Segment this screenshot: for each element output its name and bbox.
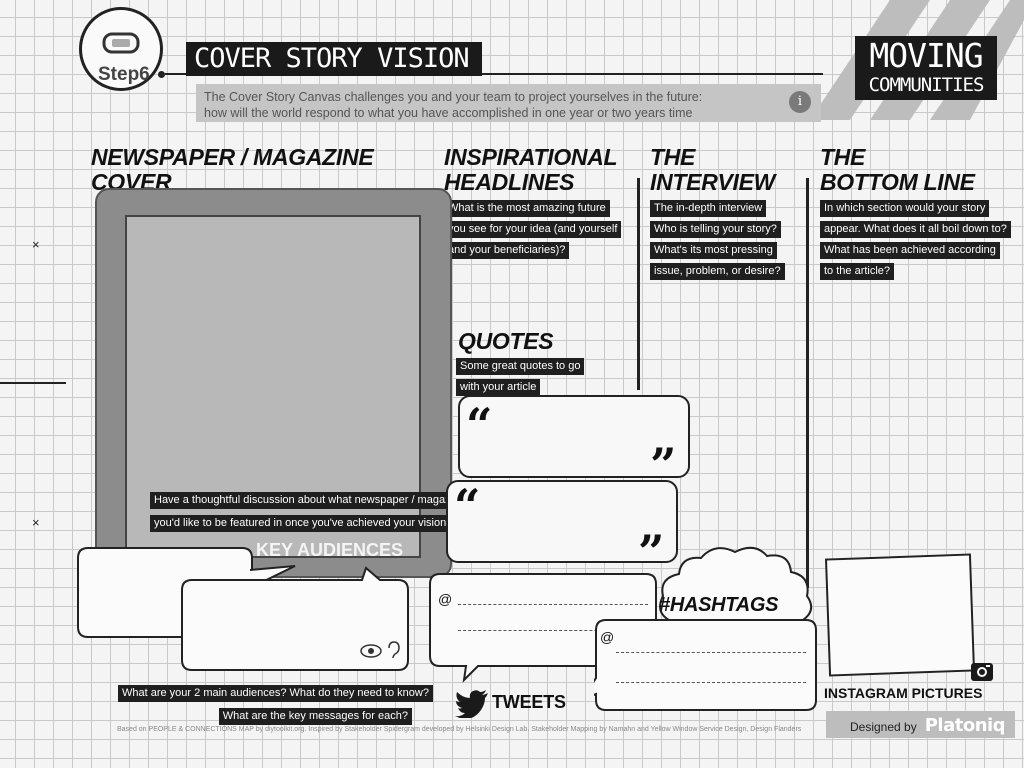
interview-prompts: The in-depth interview Who is telling yo… bbox=[650, 200, 785, 284]
brand-logo: MOVING COMMUNITIES bbox=[855, 36, 997, 100]
interview-heading: THE INTERVIEW bbox=[650, 145, 775, 195]
page-title: COVER STORY VISION bbox=[186, 42, 482, 76]
prompt-text: to the article? bbox=[820, 263, 895, 280]
step-badge bbox=[79, 7, 163, 91]
tweets-heading: TWEETS bbox=[492, 692, 566, 712]
info-icon[interactable]: i bbox=[789, 91, 811, 113]
cover-prompt: Have a thoughtful discussion about what … bbox=[150, 490, 470, 536]
prompt-text: and your beneficiaries)? bbox=[444, 242, 570, 259]
bottom-line-prompts: In which section would your story appear… bbox=[820, 200, 1011, 284]
interview-heading-line: THE bbox=[650, 144, 696, 170]
key-audiences-heading: KEY AUDIENCES bbox=[256, 540, 404, 560]
twitter-bird-icon bbox=[455, 690, 488, 718]
designed-by-label: Designed by bbox=[850, 720, 917, 734]
prompt-text: In which section would your story bbox=[820, 200, 990, 217]
quote-box[interactable]: “ ” bbox=[446, 479, 678, 575]
tweet-line bbox=[458, 604, 648, 605]
divider-line bbox=[806, 178, 809, 588]
camera-icon bbox=[971, 663, 993, 681]
interview-heading-line: INTERVIEW bbox=[650, 169, 776, 195]
prompt-text: What is the most amazing future bbox=[444, 200, 610, 217]
prompt-text: Who is telling your story? bbox=[650, 221, 781, 238]
tweet-line bbox=[458, 630, 648, 631]
headlines-heading-line: INSPIRATIONAL bbox=[444, 144, 618, 170]
intro-line: The Cover Story Canvas challenges you an… bbox=[204, 90, 703, 104]
brand-name: Platoniq bbox=[924, 715, 1006, 736]
prompt-text: with your article bbox=[456, 379, 541, 396]
bottom-line-heading-line: BOTTOM LINE bbox=[820, 169, 975, 195]
headlines-prompts: What is the most amazing future you see … bbox=[444, 200, 622, 263]
ear-icon bbox=[388, 641, 400, 659]
hashtags-heading: #HASHTAGS bbox=[659, 594, 779, 616]
close-quote-mark: ” bbox=[638, 525, 665, 579]
open-quote-mark: “ bbox=[454, 479, 481, 533]
designed-by-badge: Designed by Platoniq bbox=[826, 711, 1015, 738]
quote-box[interactable]: “ ” bbox=[458, 395, 690, 488]
tweet-line bbox=[616, 682, 806, 683]
step-connector-dot bbox=[158, 71, 165, 78]
quotes-prompts: Some great quotes to go with your articl… bbox=[456, 358, 585, 400]
headlines-heading: INSPIRATIONAL HEADLINES bbox=[444, 144, 618, 195]
intro-line: how will the world respond to what you h… bbox=[204, 106, 693, 120]
open-quote-mark: “ bbox=[466, 398, 493, 452]
prompt-text: What has been achieved according bbox=[820, 242, 1000, 259]
eye-icon bbox=[360, 644, 382, 658]
tweet-bubble[interactable] bbox=[594, 618, 822, 718]
prompt-text: you see for your idea (and yourself bbox=[444, 221, 622, 238]
margin-mark: × bbox=[32, 515, 40, 530]
hashtag-cloud[interactable] bbox=[655, 542, 820, 622]
at-sign: @ bbox=[438, 591, 453, 607]
audience-bubble[interactable] bbox=[180, 566, 412, 674]
prompt-text: The in-depth interview bbox=[650, 200, 767, 217]
prompt-text: appear. What does it all boil down to? bbox=[820, 221, 1011, 238]
instagram-heading: INSTAGRAM PICTURES bbox=[824, 685, 983, 701]
quotes-heading: QUOTES bbox=[458, 328, 554, 354]
prompt-text: Have a thoughtful discussion about what … bbox=[150, 492, 470, 509]
prompt-text: What's its most pressing bbox=[650, 242, 777, 259]
headlines-heading-line: HEADLINES bbox=[444, 169, 575, 195]
logo-line: MOVING bbox=[869, 36, 983, 75]
margin-mark: × bbox=[32, 237, 40, 252]
step-label: Step6 bbox=[98, 64, 150, 85]
cover-heading-line: NEWSPAPER / MAGAZINE bbox=[91, 144, 374, 170]
device-icon bbox=[102, 32, 140, 54]
tweet-line bbox=[616, 652, 806, 653]
at-sign: @ bbox=[600, 629, 615, 645]
prompt-text: you'd like to be featured in once you've… bbox=[150, 515, 451, 532]
prompt-text: issue, problem, or desire? bbox=[650, 263, 785, 280]
divider-line bbox=[637, 178, 640, 390]
bottom-line-heading-line: THE bbox=[820, 144, 866, 170]
credits-text: Based on PEOPLE & CONNECTIONS MAP by diy… bbox=[117, 726, 802, 733]
prompt-text: What are your 2 main audiences? What do … bbox=[118, 685, 433, 702]
bottom-line-heading: THE BOTTOM LINE bbox=[820, 145, 975, 195]
prompt-text: What are the key messages for each? bbox=[218, 708, 412, 725]
title-rule bbox=[165, 73, 823, 75]
logo-line: COMMUNITIES bbox=[868, 74, 985, 96]
prompt-text: Some great quotes to go bbox=[456, 358, 585, 375]
intro-text: The Cover Story Canvas challenges you an… bbox=[196, 84, 821, 122]
crop-line bbox=[0, 382, 66, 384]
audience-prompts: What are your 2 main audiences? What do … bbox=[118, 683, 433, 729]
close-quote-mark: ” bbox=[650, 438, 677, 492]
instagram-photo-frame[interactable] bbox=[824, 553, 976, 677]
